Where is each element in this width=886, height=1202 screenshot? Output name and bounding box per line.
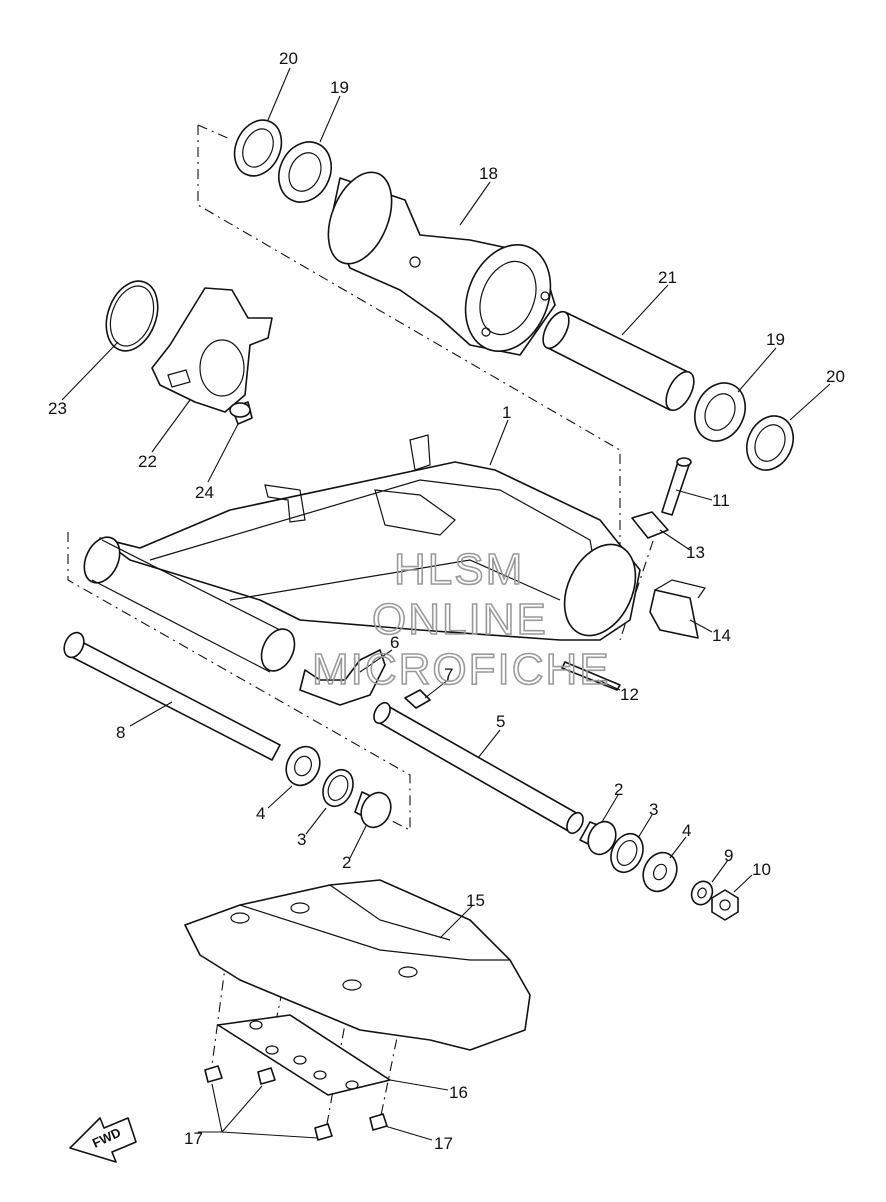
watermark-line-1: HLSM (394, 545, 524, 594)
callout-4: 4 (682, 821, 691, 840)
callout-13: 13 (686, 543, 705, 562)
watermark-line-3: MICROFICHE (312, 645, 611, 694)
callout-11: 11 (712, 491, 730, 510)
callout-labels: 20 19 18 21 19 20 1 23 22 24 11 13 14 12… (48, 49, 845, 1153)
callout-20: 20 (279, 49, 298, 68)
callout-22: 22 (138, 452, 157, 471)
callout-2: 2 (614, 780, 623, 799)
part-7-bolt (404, 689, 431, 709)
part-3-oil-seal-right (610, 832, 644, 874)
part-24-collar (229, 401, 253, 425)
part-2-bearing-left (354, 791, 392, 829)
callout-23: 23 (48, 399, 67, 418)
watermark-line-2: ONLINE (372, 595, 548, 644)
part-22-bracket (151, 287, 273, 413)
part-17-bolts (204, 1065, 388, 1141)
callout-6: 6 (390, 633, 399, 652)
callout-14: 14 (712, 626, 731, 645)
part-14-block (649, 579, 706, 639)
part-13-plate (631, 511, 669, 539)
callout-9: 9 (724, 846, 733, 865)
callout-15: 15 (466, 891, 485, 910)
part-4-thrust-cover-left (285, 745, 321, 787)
part-9-washer (690, 880, 714, 906)
callout-8: 8 (116, 723, 125, 742)
watermark: HLSM ONLINE MICROFICHE (311, 544, 611, 695)
part-19-bearing-upper (278, 141, 332, 203)
callout-3: 3 (297, 830, 306, 849)
part-20-oil-seal-upper (233, 119, 283, 177)
callout-17: 17 (434, 1134, 453, 1153)
part-1-swingarm (83, 434, 641, 673)
part-10-nut (711, 889, 739, 921)
part-3-oil-seal-left (322, 768, 354, 808)
part-20-oil-seal-lower (746, 415, 794, 471)
callout-3: 3 (649, 800, 658, 819)
part-21-sleeve (542, 310, 695, 412)
callout-2: 2 (342, 853, 351, 872)
part-15-skid-plate (184, 879, 531, 1051)
part-4-thrust-cover-right (642, 851, 678, 893)
forward-direction-arrow-icon: FWD (69, 1117, 137, 1163)
callout-5: 5 (496, 712, 505, 731)
callout-10: 10 (752, 860, 771, 879)
callout-21: 21 (658, 268, 677, 287)
callout-12: 12 (620, 685, 639, 704)
part-19-bearing-lower (694, 382, 746, 442)
callout-24: 24 (195, 483, 214, 502)
part-18-axle-housing (327, 171, 556, 356)
callout-18: 18 (479, 164, 498, 183)
callout-20: 20 (826, 367, 845, 386)
part-11-bolt (661, 457, 692, 516)
callout-1: 1 (502, 403, 511, 422)
callout-7: 7 (444, 665, 453, 684)
callout-16: 16 (449, 1083, 468, 1102)
leader-lines (61, 67, 831, 1141)
part-6-chain-guard (299, 649, 386, 706)
callout-19: 19 (330, 78, 349, 97)
part-23-circlip (105, 280, 159, 352)
part-2-bearing-right (579, 820, 617, 856)
callout-4: 4 (256, 804, 265, 823)
callout-17: 17 (184, 1129, 203, 1148)
part-5-collar-tube (373, 701, 584, 835)
part-8-pivot-shaft (63, 631, 281, 761)
callout-19: 19 (766, 330, 785, 349)
